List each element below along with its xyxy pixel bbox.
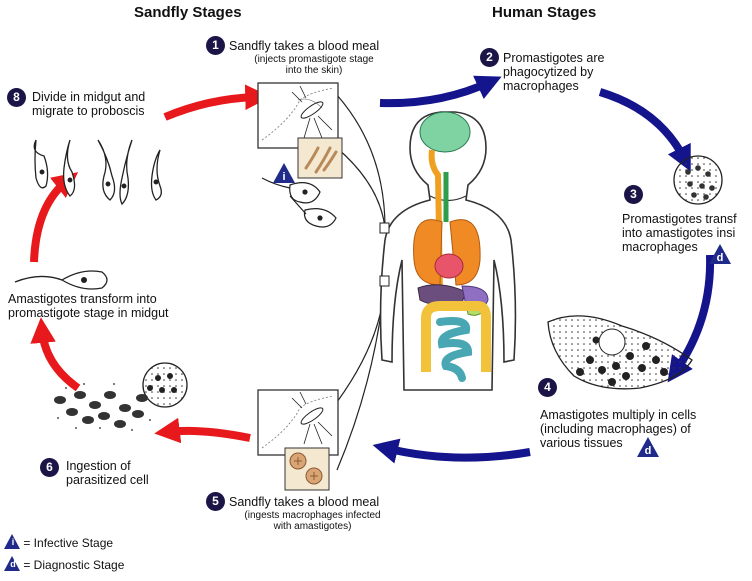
triangle-icon <box>709 244 731 264</box>
triangle-icon <box>637 437 659 457</box>
human-cycle-arrows <box>372 75 715 464</box>
body-outline <box>379 111 517 391</box>
stage-4-line-3: various tissues <box>540 436 623 450</box>
stage-2-line-1: Promastigotes are <box>503 51 605 65</box>
stage-5-title: Sandfly takes a blood meal <box>229 495 380 509</box>
legend-infective: = Infective Stage <box>4 534 113 550</box>
stage-8-line-1: Divide in midgut and <box>32 90 146 104</box>
stage-6-line-2: parasitized cell <box>66 473 149 487</box>
legend-diagnostic: = Diagnostic Stage <box>4 556 124 572</box>
legend-infective-label: = Infective Stage <box>23 536 114 550</box>
infective-marker-letter: i <box>282 171 286 183</box>
diagnostic-marker-letter: d <box>716 252 724 264</box>
stage-4-line-2: (including macrophages) of <box>540 422 691 436</box>
stage-1-title: Sandfly takes a blood meal <box>229 39 380 53</box>
large-intestine <box>421 301 491 372</box>
arrow-2-to-3 <box>598 88 691 172</box>
heart <box>434 253 464 279</box>
stage-5-badge: 5 <box>206 492 225 511</box>
stage-6-line-1: Ingestion of <box>66 459 131 473</box>
connector-lines <box>336 94 386 471</box>
stage-5-note-line-1: (ingests macrophages infected <box>244 510 381 521</box>
arrow-4-to-5 <box>372 438 531 464</box>
brain <box>419 111 471 153</box>
human-body <box>379 111 517 391</box>
legend-diagnostic-label: = Diagnostic Stage <box>23 558 125 572</box>
triangle-icon <box>273 163 295 183</box>
stage-7-line-2: promastigote stage in midgut <box>8 306 169 320</box>
arrow-8-to-1 <box>163 84 271 121</box>
diagnostic-marker-letter: d <box>644 445 652 457</box>
arrow-1-to-2 <box>379 75 502 108</box>
stage-3-line-2: into amastigotes insi <box>622 226 736 240</box>
infective-triangle-icon <box>4 534 20 549</box>
infective-stage-marker: i <box>272 162 296 184</box>
stage-2-line-3: macrophages <box>503 79 579 93</box>
sandfly-feeding-panel-top <box>257 82 343 179</box>
diagnostic-triangle-icon <box>4 556 20 571</box>
stage-7-line-1: Amastigotes transform into <box>8 292 157 306</box>
stage-1-note-line-2: into the skin) <box>285 65 343 76</box>
stage-8-badge: 8 <box>7 88 26 107</box>
arrow-5-to-6 <box>154 417 251 444</box>
arrow-7-to-8 <box>30 172 79 263</box>
stage-5-note-line-2: with amastigotes) <box>273 521 352 532</box>
stage-4-badge: 4 <box>538 378 557 397</box>
esophagus <box>428 149 443 291</box>
small-intestine <box>436 317 473 382</box>
stage-2-line-2: phagocytized by <box>503 65 594 79</box>
tissue-cells-stage-4 <box>547 315 693 390</box>
promastigotes-stage-1 <box>261 177 337 228</box>
sandfly-cycle-arrows <box>30 84 271 444</box>
legend-infective-letter: i <box>11 537 15 547</box>
sandfly-feeding-panel-bottom <box>257 389 339 491</box>
legend-diagnostic-letter: d <box>10 559 16 569</box>
arrow-6-to-7 <box>30 317 81 392</box>
diagnostic-stage-marker-4: d <box>636 436 660 458</box>
stage-3-line-1: Promastigotes transf <box>622 212 737 226</box>
stage-8-line-2: migrate to proboscis <box>32 104 145 118</box>
promastigote-stage-7 <box>14 270 108 290</box>
heading-sandfly-stages: Sandfly Stages <box>134 4 242 21</box>
stage-3-line-3: macrophages <box>622 240 698 254</box>
stage-1-badge: 1 <box>206 36 225 55</box>
diagnostic-stage-marker-3: d <box>708 243 732 265</box>
heading-human-stages: Human Stages <box>492 4 597 21</box>
promastigotes-stage-8 <box>33 139 162 206</box>
stage-6-badge: 6 <box>40 458 59 477</box>
stage-2-badge: 2 <box>480 48 499 67</box>
macrophage-stage-3 <box>673 155 723 205</box>
stage-4-line-1: Amastigotes multiply in cells <box>540 408 697 422</box>
stage-1-note-line-1: (injects promastigote stage <box>254 54 374 65</box>
stage-3-badge: 3 <box>624 185 643 204</box>
parasitized-cell-stage-6 <box>54 362 188 431</box>
